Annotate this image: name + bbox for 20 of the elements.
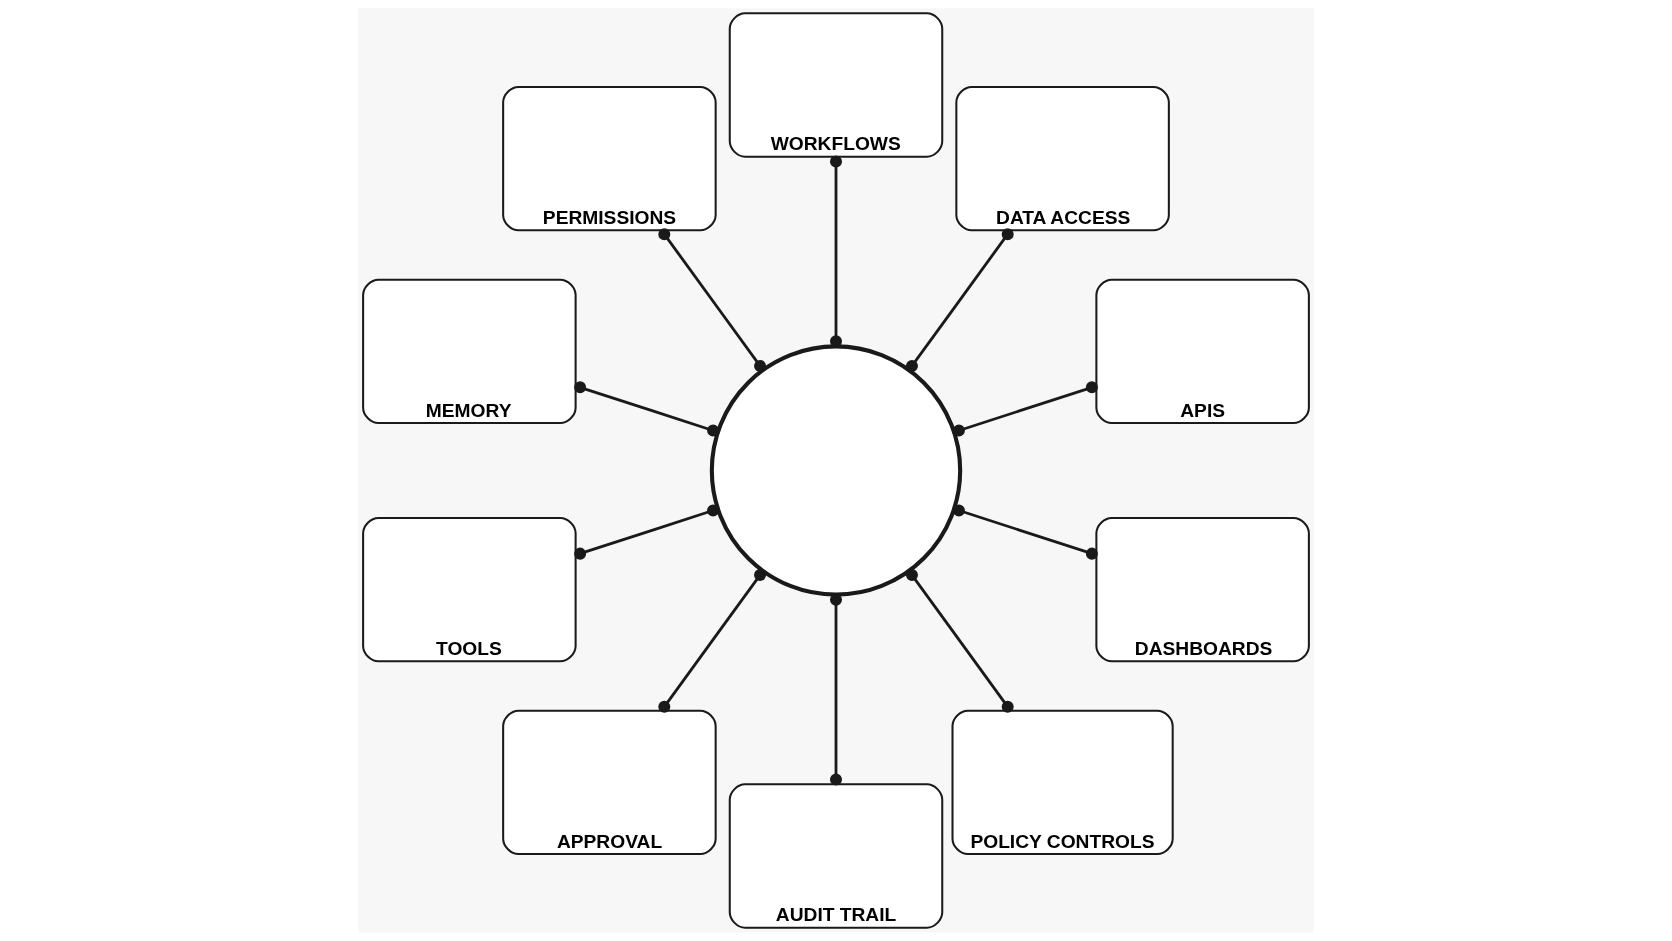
node-box: APIS [1095, 278, 1310, 425]
node-box: TOOLS [362, 516, 577, 663]
node-box: WORKFLOWS [728, 12, 944, 158]
node-box: APPROVAL [502, 709, 717, 856]
connector [574, 381, 720, 437]
connector [952, 381, 1098, 437]
node-box: MEMORY [362, 278, 577, 425]
node-box: PERMISSIONS [502, 85, 717, 232]
node-box: AUDIT TRAIL [728, 783, 944, 929]
connector [658, 228, 767, 372]
connector [658, 569, 767, 713]
node-box: POLICY CONTROLS [951, 709, 1174, 856]
connector [952, 504, 1098, 560]
connector [905, 569, 1014, 713]
connector [905, 228, 1014, 372]
node-box: DATA ACCESS [955, 85, 1170, 232]
connector [830, 155, 842, 348]
connector [574, 504, 720, 560]
connector [830, 593, 842, 786]
node-box: DASHBOARDS [1095, 516, 1310, 663]
